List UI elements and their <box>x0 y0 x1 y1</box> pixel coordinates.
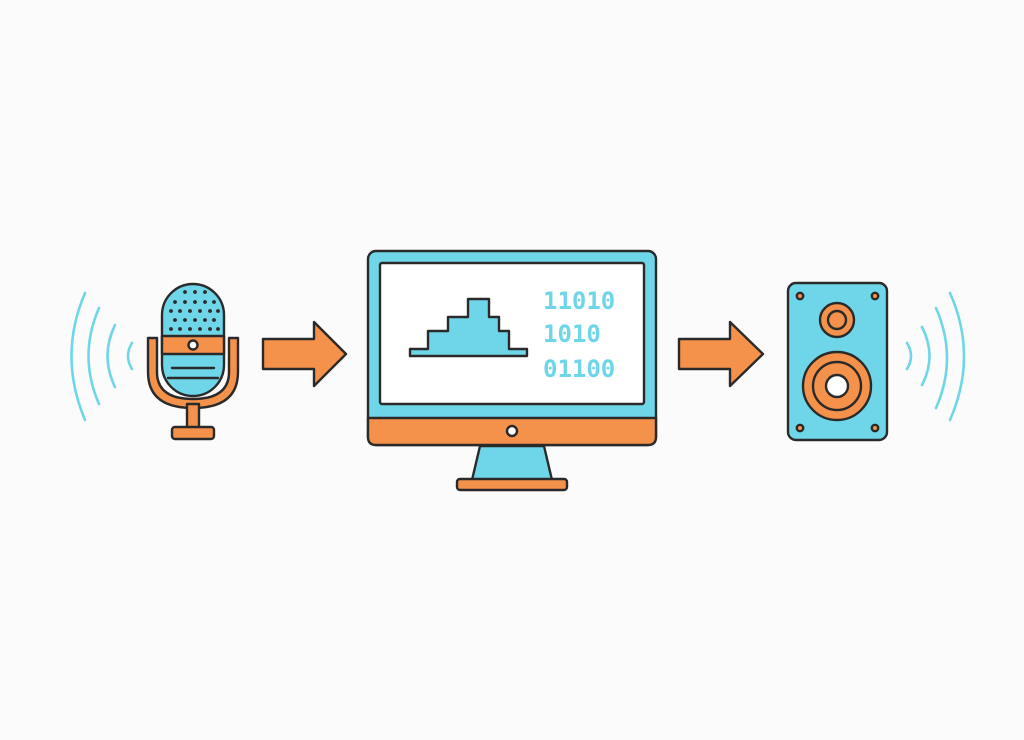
computer-monitor-icon: 11010 1010 01100 <box>366 249 658 492</box>
arrow-right-icon <box>261 320 348 388</box>
binary-line: 01100 <box>543 355 615 383</box>
binary-line: 11010 <box>543 287 615 315</box>
microphone-icon <box>146 282 240 441</box>
speaker-icon <box>786 281 889 442</box>
arrow-right-icon <box>677 320 765 388</box>
binary-line: 1010 <box>543 320 601 348</box>
input-sound-waves-icon <box>70 291 134 422</box>
microphone-mesh <box>169 290 220 331</box>
waveform-icon <box>408 297 529 358</box>
binary-code: 11010 1010 01100 <box>543 287 615 383</box>
output-sound-waves-icon <box>905 291 966 422</box>
monitor-screen <box>378 261 646 406</box>
